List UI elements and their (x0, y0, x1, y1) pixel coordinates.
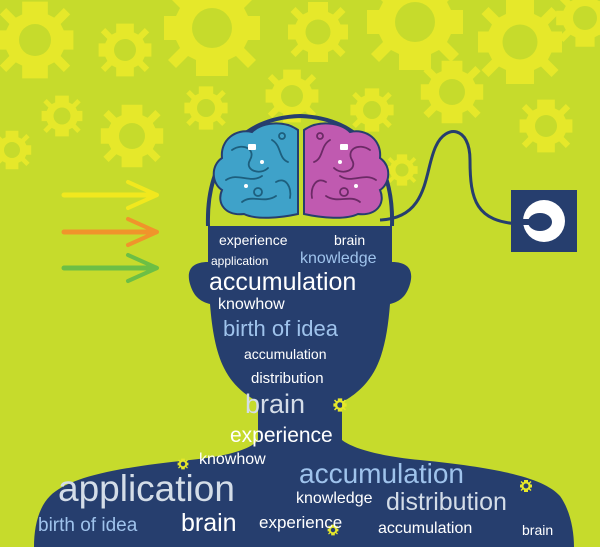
gear-icon (0, 130, 32, 170)
word-text: application (211, 254, 269, 268)
word-text: accumulation (299, 458, 464, 489)
word-text: experience (259, 513, 343, 532)
gear-icon (41, 95, 83, 137)
word-text: distribution (386, 488, 507, 516)
word-text: brain (334, 232, 366, 248)
word-text: brain (181, 509, 237, 537)
word-text: knowledge (296, 490, 373, 507)
gear-icon (386, 154, 418, 186)
arrow-icon-group (61, 180, 159, 283)
gear-icon (367, 0, 463, 70)
arrow-icon (61, 253, 159, 283)
gear-icon (420, 60, 484, 124)
word-text: application (58, 468, 235, 509)
gear-icon (100, 104, 164, 168)
gear-icon (164, 0, 260, 76)
silhouette (34, 226, 574, 547)
word-text: birth of idea (38, 515, 138, 536)
word-text: birth of idea (223, 316, 338, 341)
gear-icon (98, 23, 152, 77)
gear-icon (0, 1, 74, 79)
word-text: experience (219, 232, 288, 248)
word-text: accumulation (209, 268, 357, 296)
gear-icon (556, 0, 600, 47)
gear-icon (350, 88, 394, 132)
word-text: knowhow (199, 451, 266, 468)
arrow-icon (61, 180, 159, 210)
word-text: distribution (251, 370, 324, 387)
word-text: brain (245, 389, 306, 419)
gear-icon (184, 86, 228, 130)
brain-icon (212, 122, 390, 219)
gear-icon (519, 99, 573, 153)
word-text: accumulation (378, 520, 473, 537)
cable-icon (379, 130, 521, 226)
word-text: knowledge (300, 250, 377, 267)
gear-icon (478, 0, 562, 84)
arrow-icon (61, 217, 159, 247)
gear-icon (288, 2, 348, 62)
word-text: accumulation (244, 346, 327, 362)
word-text: brain (522, 522, 554, 538)
word-text: knowhow (218, 296, 285, 313)
gear-icon (265, 69, 319, 123)
power-plug-icon (512, 213, 552, 231)
gear-icon-group (0, 0, 600, 186)
word-text: experience (230, 424, 333, 447)
